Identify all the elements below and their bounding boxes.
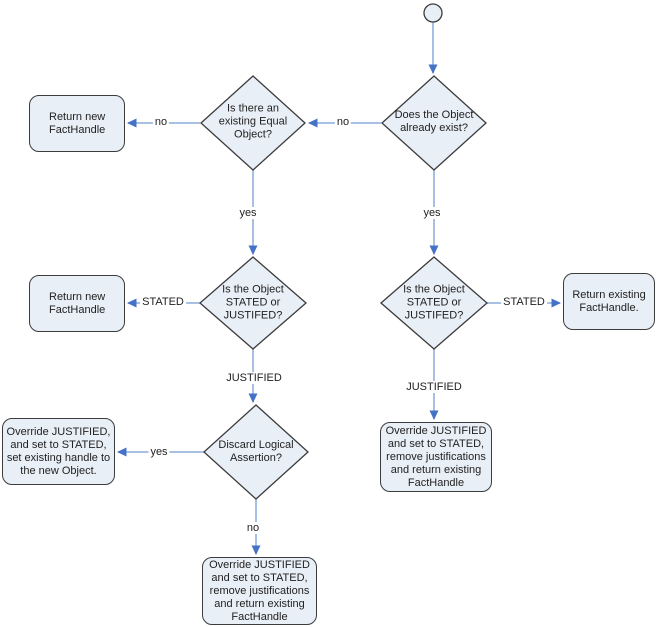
label-line: existing Equal (218, 115, 288, 128)
edge-label-equal-no: no (152, 116, 170, 128)
label-line: JUSTIFED? (223, 309, 283, 322)
decision-does-object-exist (381, 75, 487, 171)
box-override-remove-justifications-right: Override JUSTIFIED and set to STATED, re… (380, 422, 492, 492)
decision-stated-or-justified-left-label: Is the Object STATED or JUSTIFED? (207, 284, 299, 323)
decision-equal-object-exists (200, 75, 306, 171)
box-override-set-existing-handle: Override JUSTIFIED, and set to STATED, s… (2, 418, 115, 485)
label-line: STATED or (406, 296, 462, 309)
decision-discard-logical-assertion-label: Discard Logical Assertion? (204, 439, 308, 465)
start-node (423, 3, 443, 23)
decision-does-object-exist-label: Does the Object already exist? (379, 109, 489, 135)
label-line: Does the Object (394, 109, 474, 121)
box-return-new-facthandle-1: Return new FactHandle (29, 95, 125, 152)
label-line: and set to STATED, (211, 571, 308, 584)
edge-label-justified-left: JUSTIFIED (224, 372, 284, 384)
box-return-new-facthandle-2: Return new FactHandle (29, 275, 125, 332)
edge-label-stated-right: STATED (501, 296, 547, 308)
decision-stated-or-justified-left (199, 256, 307, 350)
label-line: and set to STATED, (10, 438, 107, 451)
label-line: FactHandle (407, 476, 465, 489)
box-override-remove-justifications-bottom: Override JUSTIFIED and set to STATED, re… (202, 557, 317, 625)
label-line: Return new (49, 290, 106, 303)
edge-label-exists-yes: yes (421, 207, 443, 219)
edge-label-stated-left: STATED (140, 296, 186, 308)
label-line: Return new (49, 110, 106, 123)
label-line: Discard Logical (218, 439, 294, 451)
label-line: Is the Object (403, 283, 465, 296)
label-line: FactHandle (49, 123, 106, 136)
edge-label-justified-right: JUSTIFIED (404, 381, 464, 393)
label-line: remove justifications (209, 584, 310, 597)
label-line: Override JUSTIFIED (385, 424, 487, 437)
label-line: Override JUSTIFIED, (6, 425, 111, 438)
label-line: and return existing (390, 463, 482, 476)
label-line: remove justifications (386, 450, 486, 463)
label-line: FactHandle. (579, 301, 639, 314)
edge-label-equal-yes: yes (237, 207, 259, 219)
label-line: already exist? (400, 122, 468, 134)
box-return-existing-facthandle: Return existing FactHandle. (563, 273, 655, 330)
edge-label-discard-no: no (244, 522, 262, 534)
label-line: Assertion? (230, 452, 282, 464)
label-line: Object? (234, 128, 272, 141)
edge-label-exists-no: no (334, 116, 352, 128)
edge-label-discard-yes: yes (148, 446, 170, 458)
label-line: the new Object. (20, 464, 97, 477)
label-line: set existing handle to (6, 451, 111, 464)
decision-stated-or-justified-right-label: Is the Object STATED or JUSTIFED? (388, 284, 480, 323)
label-line: Is there an (227, 102, 279, 115)
label-line: Override JUSTIFIED (209, 558, 310, 571)
label-line: FactHandle (231, 610, 288, 623)
decision-equal-object-exists-label: Is there an existing Equal Object? (205, 103, 301, 142)
decision-stated-or-justified-right (380, 256, 488, 350)
label-line: Return existing (572, 288, 646, 301)
label-line: Is the Object (222, 283, 284, 296)
label-line: STATED or (225, 296, 281, 309)
label-line: and set to STATED, (387, 437, 485, 450)
label-line: JUSTIFED? (404, 309, 464, 322)
decision-discard-logical-assertion (203, 404, 309, 500)
label-line: and return existing (214, 597, 305, 610)
label-line: FactHandle (49, 303, 106, 316)
